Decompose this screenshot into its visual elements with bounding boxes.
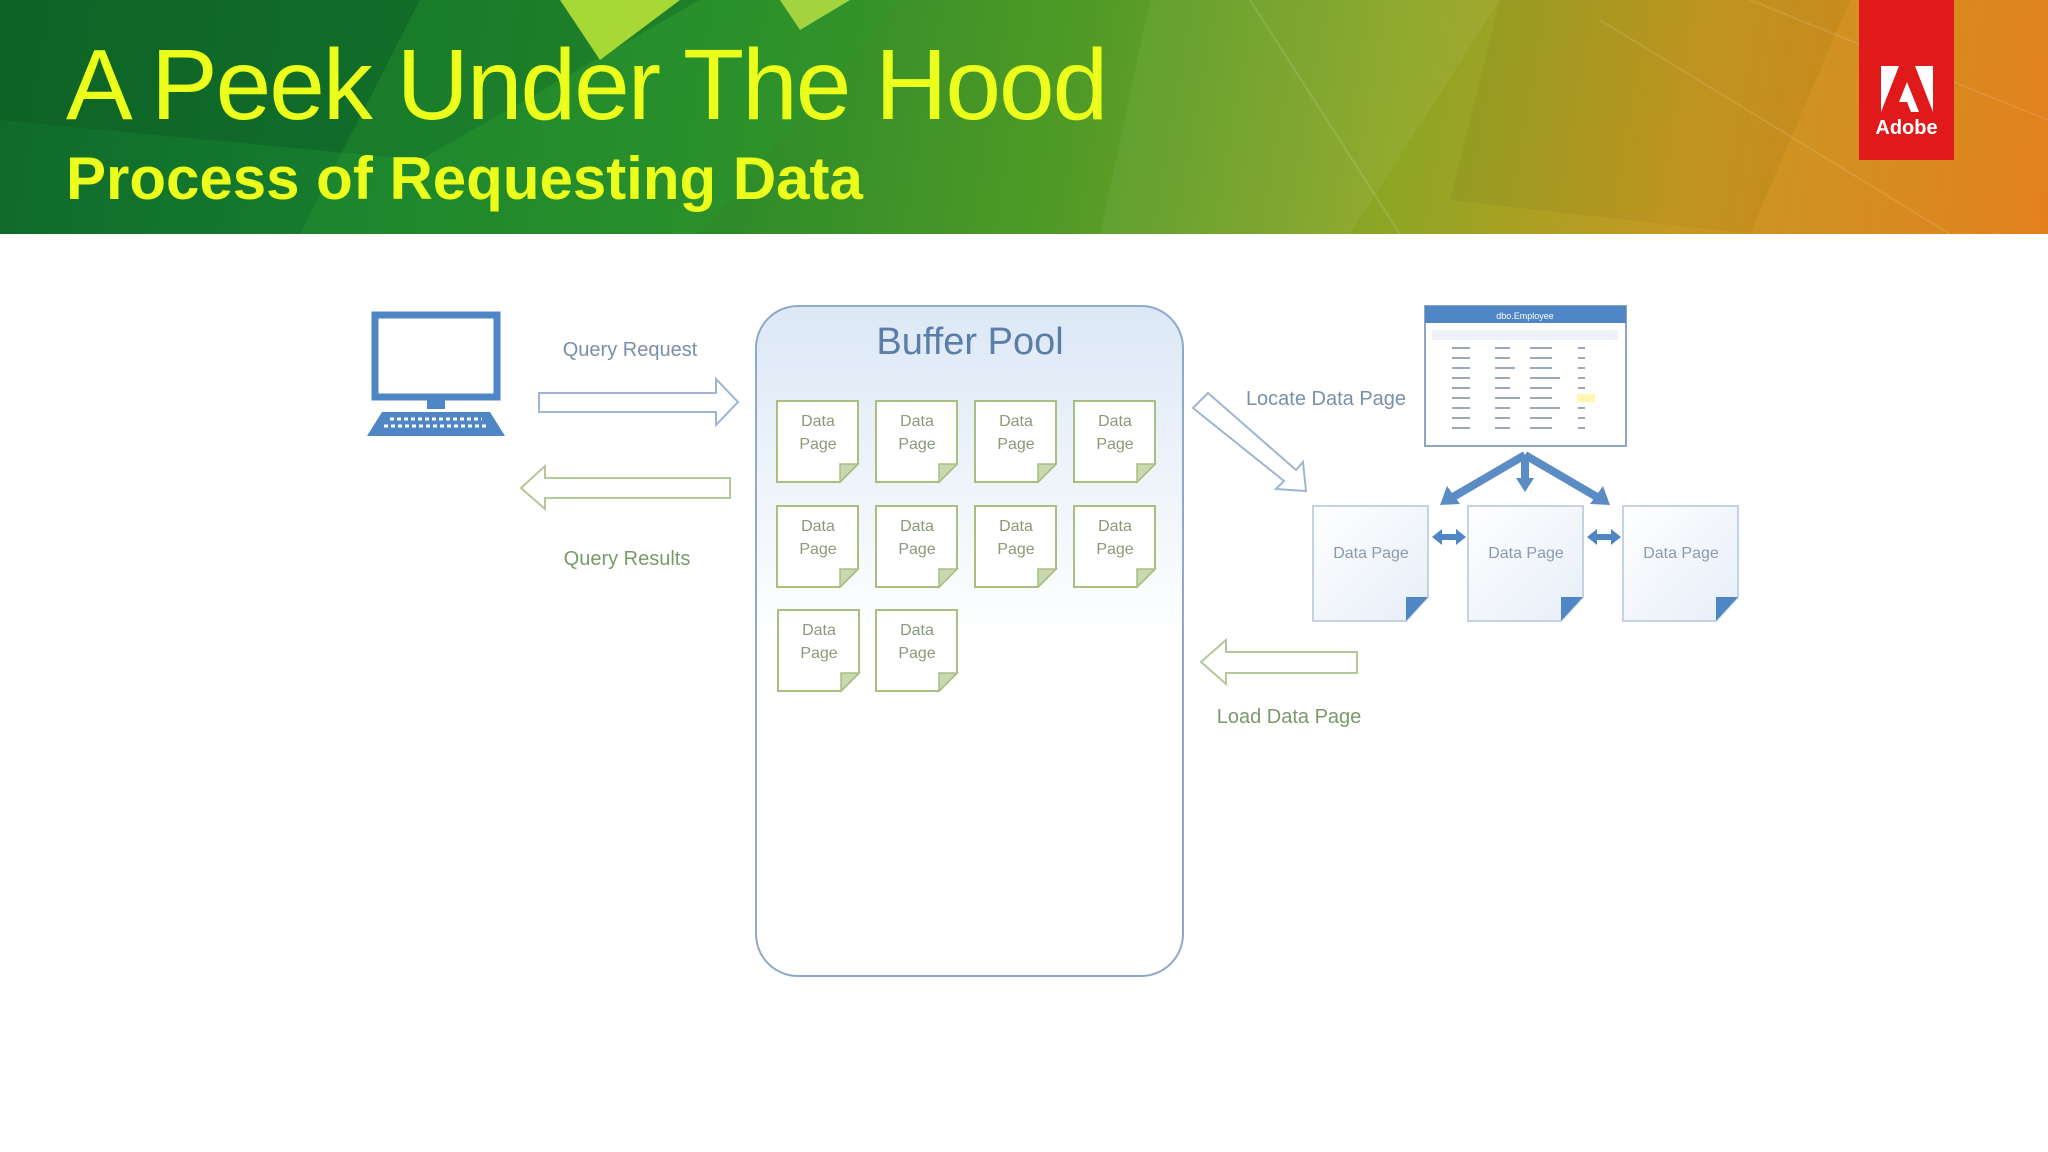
branch-arrows: [1440, 451, 1610, 505]
slide-subtitle: Process of Requesting Data: [66, 145, 863, 212]
buffer-data-page: Data Page: [875, 505, 959, 589]
buffer-data-page: Data Page: [974, 505, 1058, 589]
svg-text:Page: Page: [1096, 436, 1133, 453]
query-results-label: Query Results: [564, 548, 691, 570]
query-request-label: Query Request: [563, 339, 698, 361]
locate-data-page-arrow: [1191, 391, 1308, 493]
buffer-data-page: Data Page: [1073, 505, 1157, 589]
svg-text:Data Page: Data Page: [1488, 545, 1564, 562]
svg-text:Data: Data: [1098, 413, 1132, 430]
svg-text:Page: Page: [898, 541, 935, 558]
svg-text:Data Page: Data Page: [1333, 545, 1409, 562]
page-link-arrow: [1587, 529, 1621, 545]
svg-text:Data Page: Data Page: [1643, 545, 1719, 562]
buffer-data-page: Data Page: [974, 400, 1058, 484]
storage-data-page: Data Page: [1622, 505, 1739, 622]
computer-icon: [367, 311, 505, 436]
adobe-logo-text: Adobe: [1875, 117, 1938, 139]
svg-text:Page: Page: [997, 436, 1034, 453]
buffer-data-page: Data Page: [1073, 400, 1157, 484]
svg-text:Page: Page: [799, 541, 836, 558]
storage-data-page: Data Page: [1312, 505, 1429, 622]
adobe-logo: Adobe: [1859, 0, 1954, 160]
buffer-pool-title: Buffer Pool: [876, 321, 1063, 363]
svg-text:Data: Data: [802, 622, 836, 639]
banner-pattern: [0, 0, 2048, 234]
slide-title: A Peek Under The Hood: [66, 29, 1108, 141]
page-link-arrow: [1432, 529, 1466, 545]
svg-text:Page: Page: [800, 645, 837, 662]
svg-text:Data: Data: [900, 518, 934, 535]
svg-text:Page: Page: [898, 436, 935, 453]
svg-text:Page: Page: [898, 645, 935, 662]
svg-text:Page: Page: [997, 541, 1034, 558]
query-results-arrow: [519, 463, 731, 512]
svg-text:Data: Data: [900, 622, 934, 639]
locate-data-page-label: Locate Data Page: [1246, 388, 1406, 410]
buffer-data-page: Data Page: [776, 505, 860, 589]
load-data-page-label: Load Data Page: [1217, 706, 1362, 728]
buffer-data-page: Data Page: [875, 609, 959, 693]
table-title: dbo.Employee: [1496, 311, 1554, 321]
svg-text:Page: Page: [799, 436, 836, 453]
database-table-icon: dbo.Employee: [1424, 305, 1627, 447]
buffer-data-page: Data Page: [777, 609, 861, 693]
title-banner: A Peek Under The Hood Process of Request…: [0, 0, 2048, 234]
storage-data-page: Data Page: [1467, 505, 1584, 622]
svg-text:Page: Page: [1096, 541, 1133, 558]
query-request-arrow: [538, 376, 740, 428]
svg-text:Data: Data: [999, 413, 1033, 430]
buffer-data-page: Data Page: [776, 400, 860, 484]
buffer-data-pages: Data Page Data Page Data Page Data Page …: [776, 400, 1157, 693]
load-data-page-arrow: [1199, 637, 1358, 687]
svg-text:Data: Data: [900, 413, 934, 430]
buffer-data-page: Data Page: [875, 400, 959, 484]
svg-text:Data: Data: [1098, 518, 1132, 535]
adobe-logo-icon: [1881, 66, 1933, 112]
svg-text:Data: Data: [801, 518, 835, 535]
svg-text:Data: Data: [999, 518, 1033, 535]
svg-text:Data: Data: [801, 413, 835, 430]
